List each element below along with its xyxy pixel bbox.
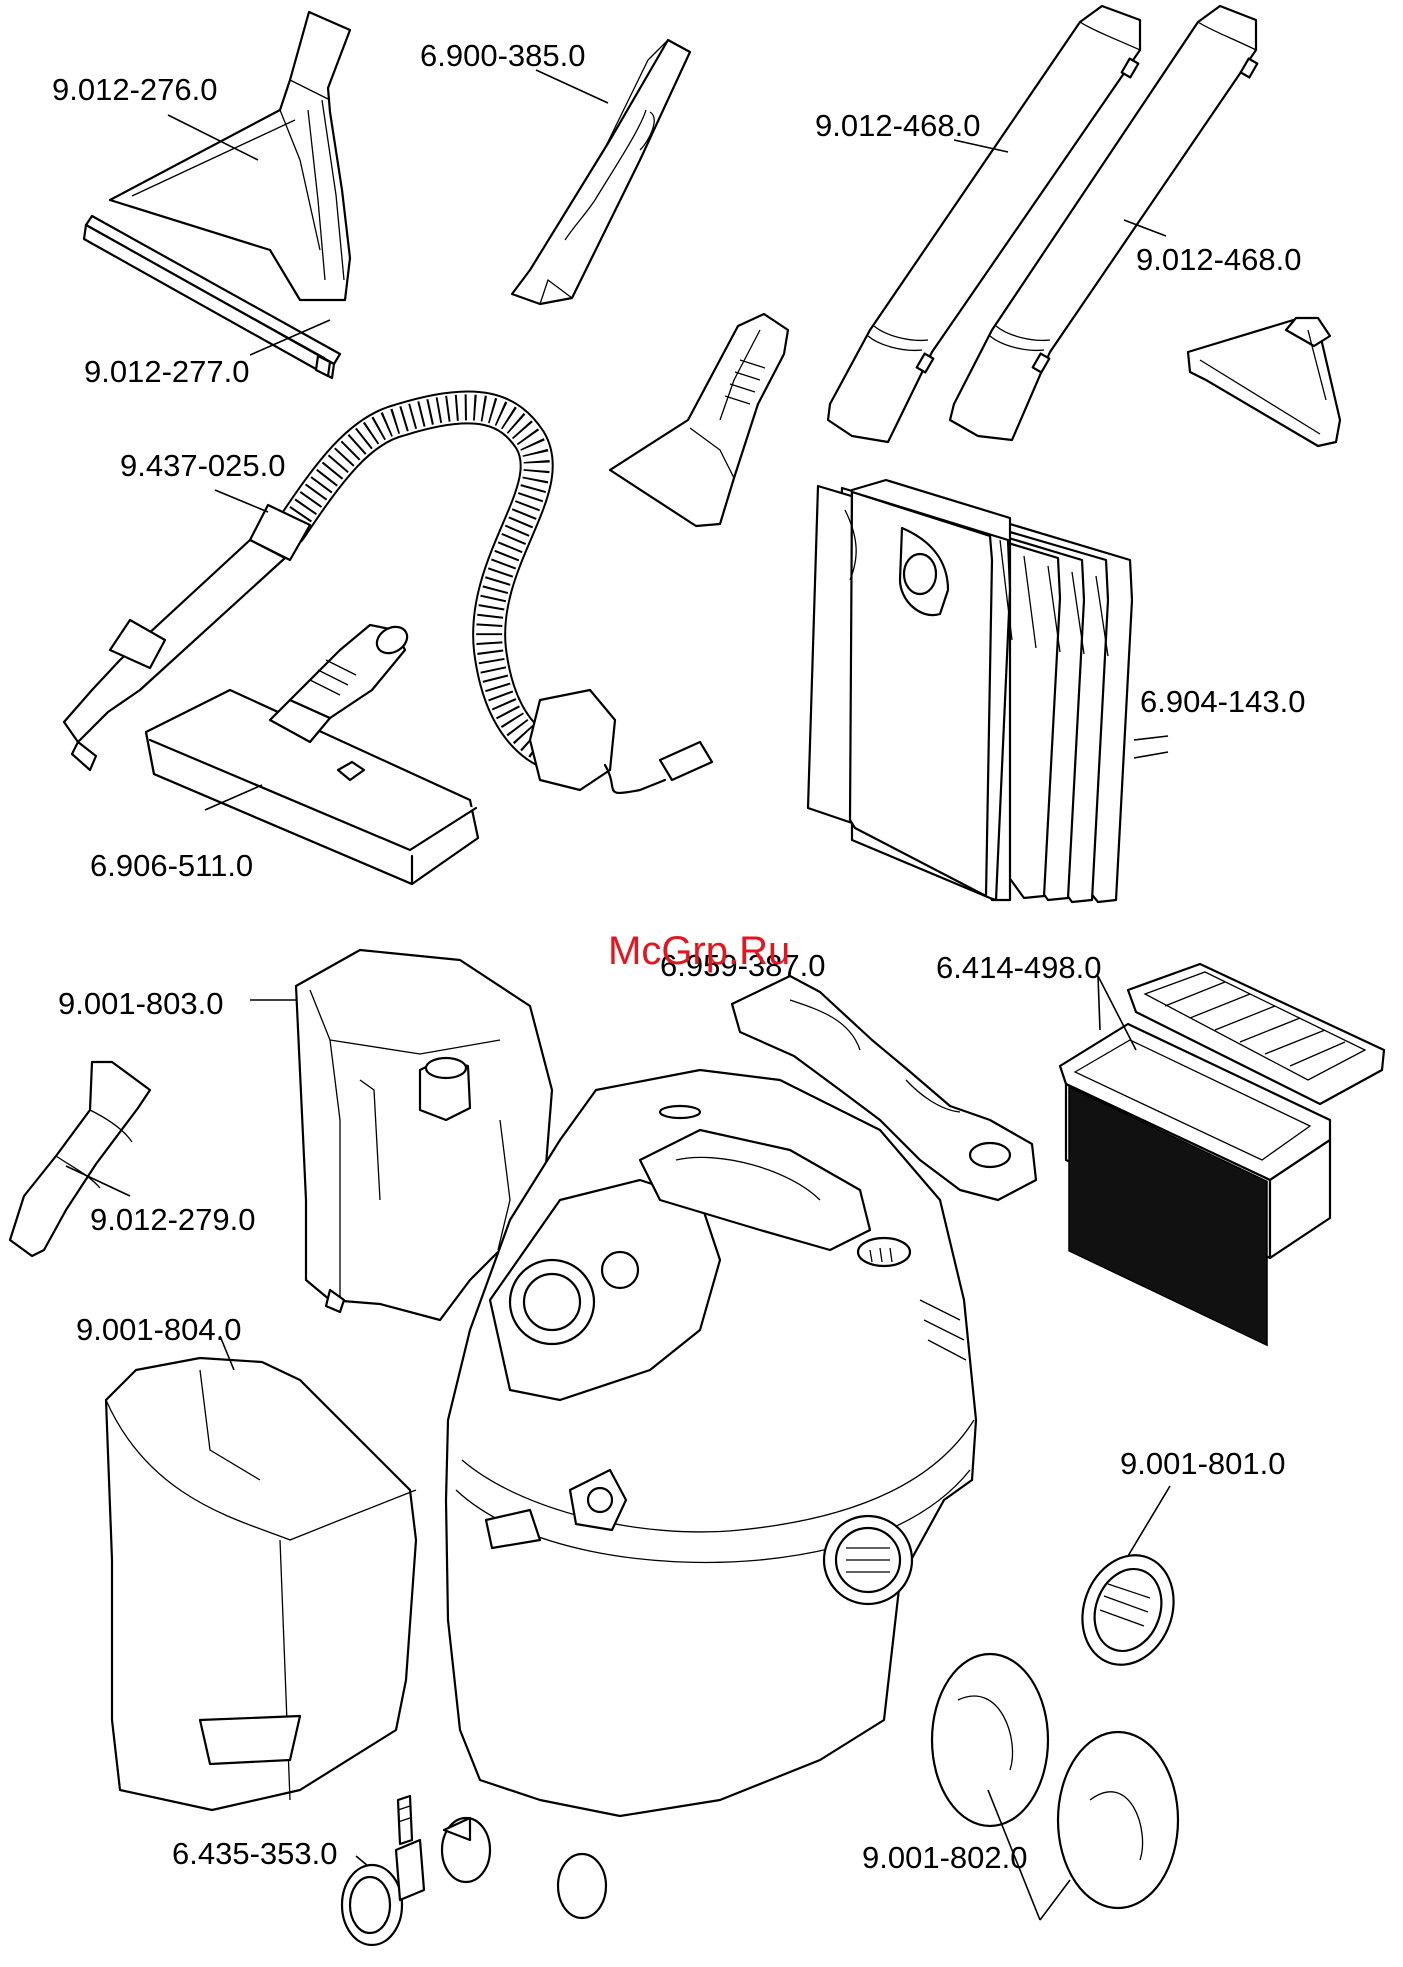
dirt-container-drawing (106, 1358, 416, 1810)
label-crevice-nozzle: 6.900-385.0 (420, 38, 585, 73)
crevice-nozzle-drawing (512, 40, 690, 304)
label-wheel: 9.001-802.0 (862, 1840, 1027, 1875)
hand-nozzle-drawing (1188, 318, 1340, 446)
label-floor-nozzle: 6.906-511.0 (90, 848, 253, 883)
label-suction-tube-b: 9.012-468.0 (1136, 242, 1301, 277)
watermark: McGrp.Ru (608, 929, 790, 973)
label-castor: 6.435-353.0 (172, 1836, 337, 1871)
label-crevice-extractor: 9.012-276.0 (52, 72, 217, 107)
label-adapter: 9.012-279.0 (90, 1202, 255, 1237)
label-flat-filter: 6.414-498.0 (936, 950, 1101, 985)
floor-nozzle-drawing (146, 622, 478, 884)
label-filter-bags: 6.904-143.0 (1140, 684, 1305, 719)
filter-bags-drawing (808, 480, 1132, 902)
label-cover-cap: 9.001-801.0 (1120, 1446, 1285, 1481)
wet-nozzle-drawing (610, 314, 788, 526)
castor-drawing (342, 1796, 424, 1945)
label-suction-hose: 9.437-025.0 (120, 448, 285, 483)
label-inner-container: 9.001-803.0 (58, 986, 223, 1021)
cover-cap-drawing (1068, 1542, 1189, 1677)
label-suction-tube-a: 9.012-468.0 (815, 108, 980, 143)
label-dirt-container: 9.001-804.0 (76, 1312, 241, 1347)
label-squeegee-insert: 9.012-277.0 (84, 354, 249, 389)
flat-filter-drawing (1060, 964, 1384, 1345)
